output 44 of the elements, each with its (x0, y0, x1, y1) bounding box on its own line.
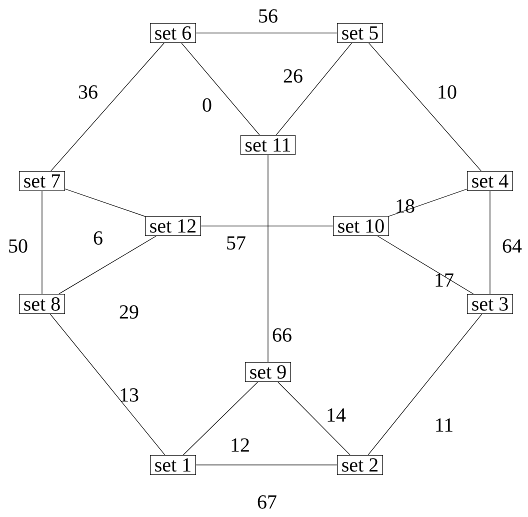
edge-line (58, 236, 156, 294)
edge-line (196, 32, 338, 34)
set-box: set 1 (150, 454, 196, 475)
edge-label: 12 (232, 438, 249, 452)
edge-label: 57 (227, 236, 246, 250)
edge-label: 17 (436, 273, 454, 287)
set-box: set 11 (240, 135, 296, 155)
edge-label: 50 (9, 239, 28, 253)
edge-label: 56 (259, 9, 278, 23)
edge-label: 64 (502, 239, 522, 253)
edge-label: 18 (396, 199, 414, 213)
set-box: set 6 (150, 22, 196, 44)
edge-line (64, 188, 146, 217)
edge-label: 11 (436, 418, 452, 432)
edge-line (196, 464, 338, 466)
edge-line (388, 188, 468, 217)
edge-label: 66 (272, 328, 292, 342)
edge-label: 13 (120, 388, 138, 402)
edge-label: 14 (328, 408, 346, 422)
edge-line (182, 382, 258, 456)
set-box: set 9 (245, 362, 291, 382)
edge-label: 0 (202, 98, 212, 112)
edge-label: 67 (258, 495, 276, 509)
edge-label: 26 (284, 69, 302, 83)
edge-line (368, 42, 482, 172)
edge-line (377, 236, 474, 294)
edge-label: 29 (120, 305, 138, 319)
set-box: set 2 (337, 454, 383, 475)
set-box: set 8 (19, 294, 65, 314)
set-box: set 10 (333, 216, 389, 236)
set-box: set 3 (467, 294, 513, 314)
edge-line (368, 314, 482, 456)
set-box: set 5 (337, 23, 383, 43)
edge-line (181, 42, 260, 136)
edge-line (50, 42, 164, 172)
set-box: set 7 (19, 171, 65, 191)
edge-label: 10 (438, 85, 456, 99)
set-box: set 12 (145, 216, 201, 236)
edge-label: 36 (78, 85, 98, 99)
set-box: set 4 (467, 171, 513, 191)
edge-line (276, 42, 352, 136)
edge-line (278, 382, 350, 456)
edge-line (50, 314, 166, 456)
edge-label: 6 (94, 231, 102, 245)
